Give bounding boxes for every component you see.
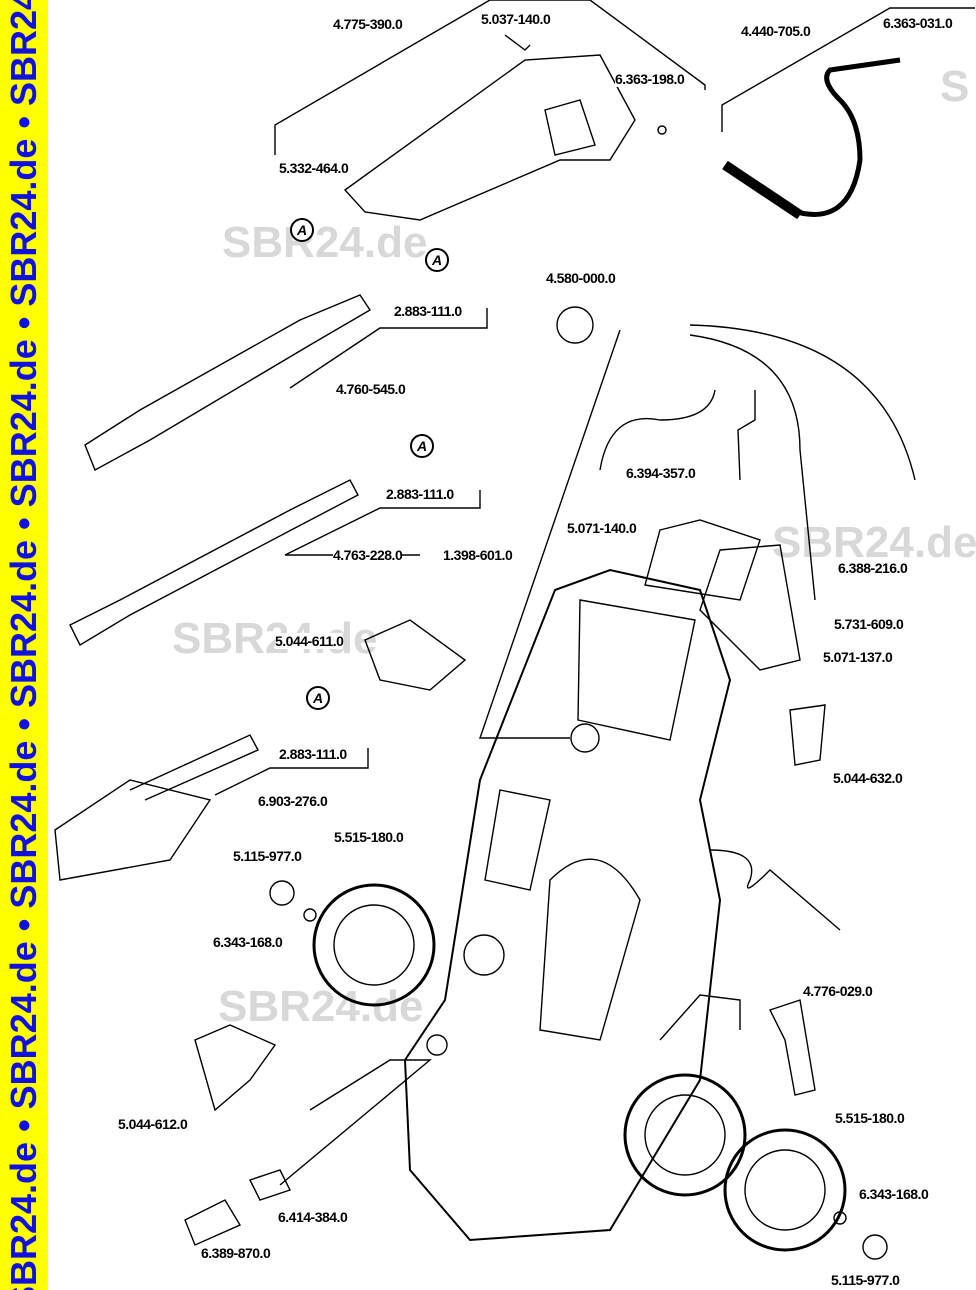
part-label: 4.775-390.0 [333,16,403,32]
part-label: 5.044-612.0 [118,1116,188,1132]
part-label: 6.343-168.0 [213,934,283,950]
part-label: 5.115-977.0 [233,848,302,864]
watermark: SBR24.de [222,218,428,267]
holder-1-shape [364,619,467,691]
leader-knob [479,329,621,739]
part-label: 1.398-601.0 [443,547,513,563]
part-label: 5.332-464.0 [279,160,349,176]
part-label: 6.388-216.0 [838,560,908,576]
part-label: 5.037-140.0 [481,11,551,27]
part-label: 6.363-031.0 [883,15,953,31]
part-label: 6.363-198.0 [615,71,685,87]
watermark: SBR24.de [772,518,976,567]
part-label: 4.580-000.0 [546,270,616,286]
part-label: 5.731-609.0 [834,616,904,632]
callout-a: A [306,686,330,710]
part-label: 6.414-384.0 [278,1209,348,1225]
crank-shape [769,999,816,1096]
callout-a: A [290,218,314,242]
wheel-3-rim [744,1149,826,1231]
wheel-3-shape [723,1128,847,1252]
clip-shape [504,34,531,51]
machine-body-shape [403,568,732,1242]
wheel-2-shape [623,1073,747,1197]
inlet-shape [426,1034,448,1056]
part-label: 5.515-180.0 [835,1110,905,1126]
brush-shape [54,779,212,881]
leader-lance-2 [284,490,481,556]
part-label: 4.440-705.0 [741,23,811,39]
holder-3-shape [194,1024,277,1112]
washer-1-shape [303,908,317,922]
dial-shape [570,723,600,753]
watermark: S [940,62,970,111]
holder-2-shape [789,704,826,766]
part-label: 5.071-137.0 [823,649,893,665]
wheel-1-rim [333,904,415,986]
callout-a: A [410,434,434,458]
part-label: 5.044-632.0 [833,770,903,786]
oring-shape [657,125,667,135]
part-label: 5.071-140.0 [567,520,637,536]
part-label: 6.343-168.0 [859,1186,929,1202]
handle-opening-shape [577,599,696,741]
leader-hose [721,7,975,132]
detergent-hose-shape [689,324,916,481]
part-label: 5.515-180.0 [334,829,404,845]
wheel-2-rim [644,1094,726,1176]
gun-trigger-shape [544,99,596,156]
part-label: 4.763-228.0 [333,547,403,563]
part-label: 6.394-357.0 [626,465,696,481]
hose-shape [723,57,901,217]
watermark-strip: SBR24.de • SBR24.de • SBR24.de • SBR24.d… [0,0,48,1290]
watermark: SBR24.de [218,982,424,1031]
spray-gun-shape [343,54,636,221]
panel-shape [484,789,551,891]
part-label: 5.115-977.0 [831,1272,900,1288]
part-label: 2.883-111.0 [394,303,462,319]
tank-2-shape [699,544,801,671]
leader-tube [737,390,756,481]
part-label: 4.760-545.0 [336,381,406,397]
part-label: 5.044-611.0 [275,633,344,649]
leader-lance-1 [289,308,488,389]
part-label: 2.883-111.0 [279,746,347,762]
washer-2-shape [833,1211,847,1225]
part-label: 6.389-870.0 [201,1245,271,1261]
detergent-hose-2-shape [689,334,816,601]
dirtblaster-lance-shape [69,479,359,646]
vario-lance-shape [84,294,371,471]
wheel-1-shape [312,883,436,1007]
part-label: 2.883-111.0 [386,486,454,502]
suction-tube-shape [599,389,716,471]
part-label: 4.776-029.0 [803,983,873,999]
leader-gun [274,0,706,155]
leader-crank [659,994,741,1041]
power-cord-shape [709,849,841,931]
switch-shape [463,934,505,976]
hose-sleeve-shape [722,160,803,220]
callout-a: A [425,248,449,272]
leader-holder-3 [279,1059,432,1186]
pressure-knob-shape [556,306,594,344]
connector-shape [249,1169,291,1201]
leader-brush [214,748,369,796]
brush-handle-shape [129,734,259,801]
hub-cap-2-shape [862,1234,888,1260]
coupling-shape [184,1199,242,1246]
hose-reel-shape [539,858,641,1041]
tank-1-shape [644,519,761,601]
part-label: 6.903-276.0 [258,793,328,809]
hub-cap-1-shape [269,880,295,906]
